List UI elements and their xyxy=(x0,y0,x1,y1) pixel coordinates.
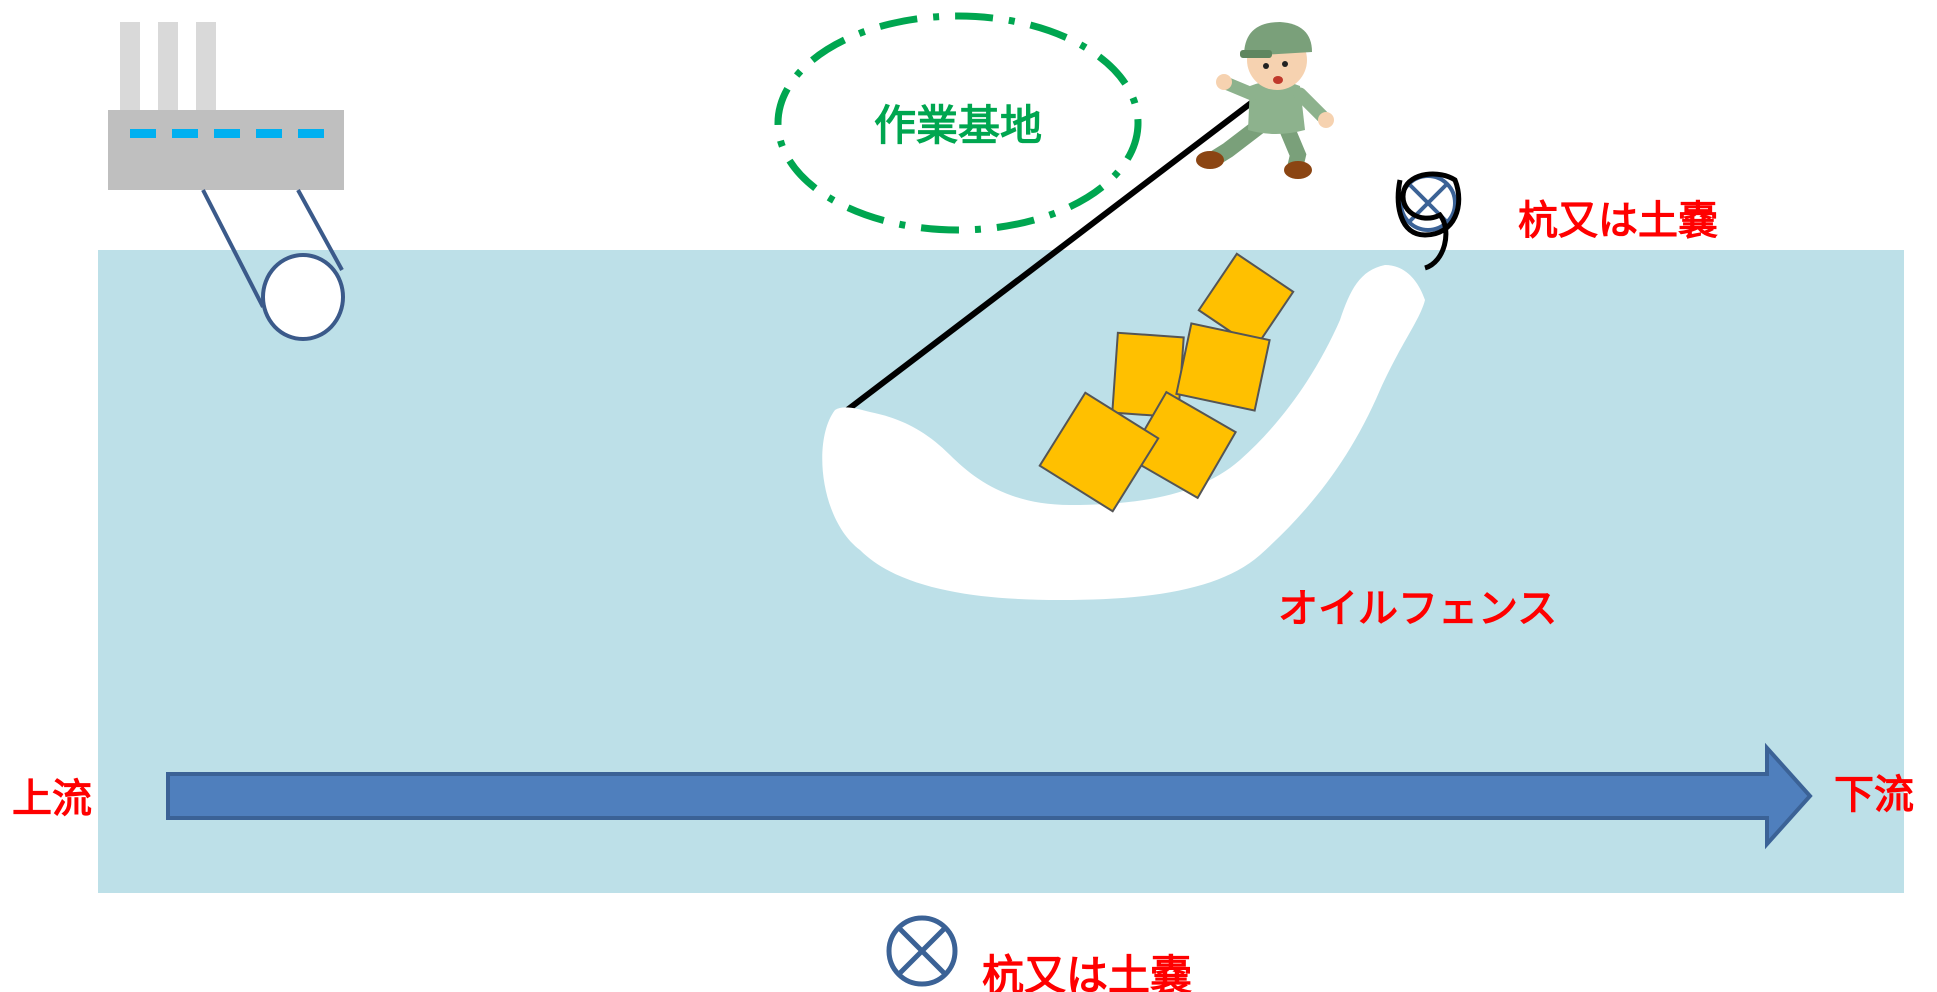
towing-rope xyxy=(840,97,1257,417)
sorbent-pad xyxy=(1175,322,1271,412)
oil-fence xyxy=(822,265,1425,600)
sorbent-pad xyxy=(1197,252,1295,350)
cross-circle-icon xyxy=(1395,171,1462,271)
upstream-label: 上流 xyxy=(12,776,92,822)
sorbent-pads xyxy=(1038,252,1295,513)
factory-icon xyxy=(108,22,344,190)
factory-building xyxy=(108,110,344,190)
factory-chimney xyxy=(120,22,140,114)
sorbent-pad xyxy=(1038,391,1160,513)
pipe-outlet xyxy=(261,253,345,341)
legend-cross-circle-icon xyxy=(886,915,958,987)
work-base-label: 作業基地 xyxy=(874,101,1042,150)
downstream-label: 下流 xyxy=(1834,772,1914,818)
factory-windows xyxy=(130,129,324,138)
discharge-pipe xyxy=(201,189,345,341)
scribble-mark xyxy=(1395,171,1462,271)
factory-chimney xyxy=(196,22,216,114)
oil-fence-label: オイルフェンス xyxy=(1278,586,1557,632)
stake-label-top: 杭又は土嚢 xyxy=(1518,198,1718,244)
sorbent-pad xyxy=(1126,390,1238,500)
worker-icon xyxy=(1196,22,1334,179)
work-base-boundary xyxy=(774,12,1142,234)
flow-arrow xyxy=(166,742,1813,850)
factory-chimney xyxy=(158,22,178,114)
legend-stake-label: 杭又は土嚢 xyxy=(982,951,1192,992)
